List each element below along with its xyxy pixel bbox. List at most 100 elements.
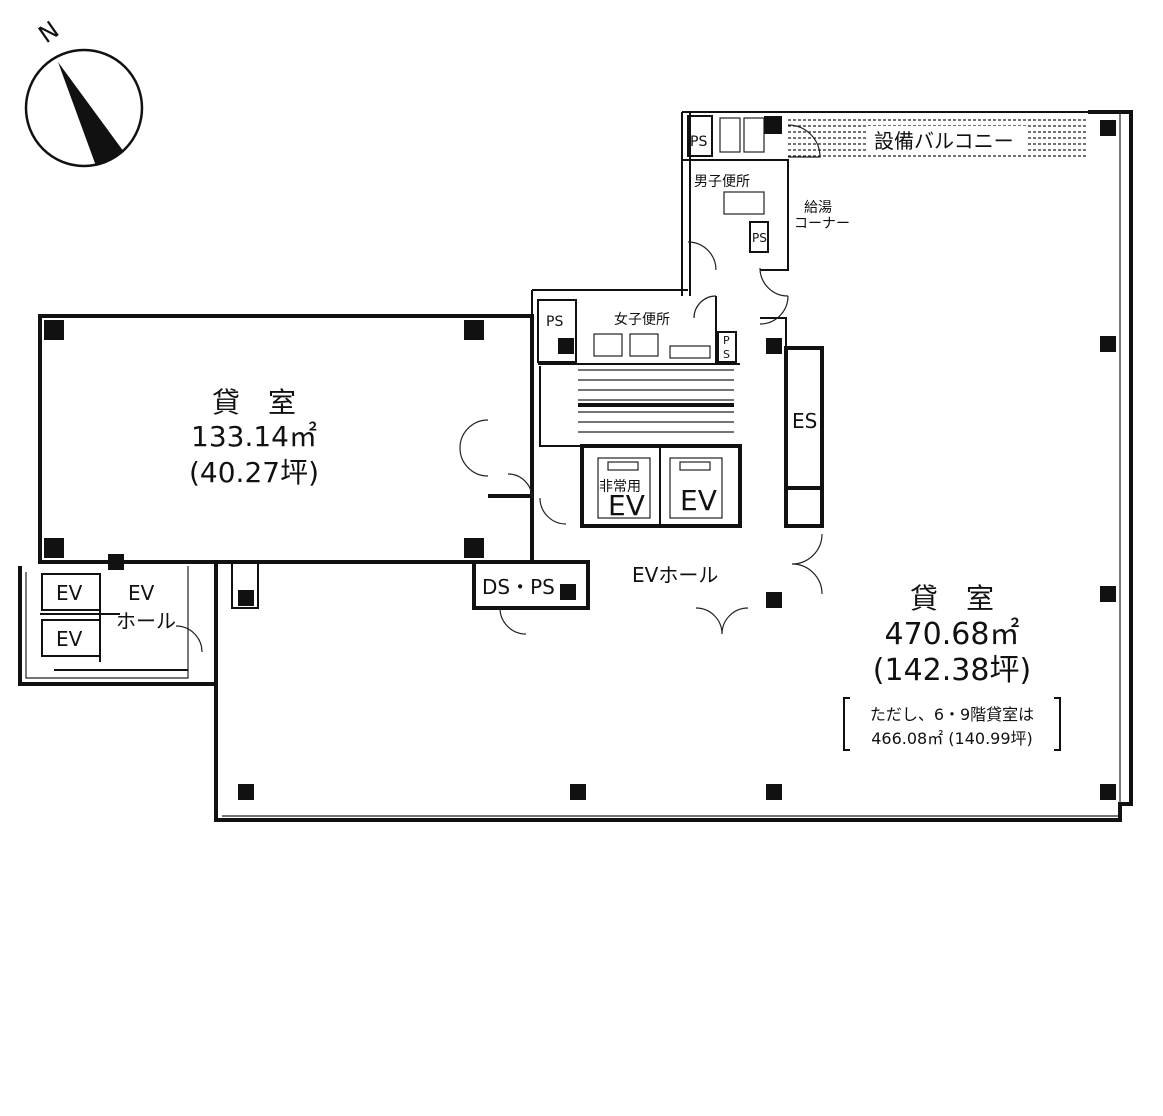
toilet-womens-2 (629, 333, 659, 357)
escalator: ES (760, 317, 824, 528)
column-pilaster (231, 562, 259, 609)
urinal-block (723, 191, 765, 215)
door-mens (687, 241, 717, 271)
escalator-outline (784, 346, 824, 528)
column (238, 784, 254, 800)
column (464, 538, 484, 558)
escalator-wall (760, 317, 787, 348)
ev-car-1 (597, 457, 651, 519)
mens-toilet-walls (682, 159, 789, 271)
east-rental-area-sqm: 470.68㎡ (885, 617, 1020, 652)
kitchenette-label-2: コーナー (794, 216, 850, 232)
elevator-core: 非常用 EV EV (580, 444, 742, 528)
west-ev-block-wall (18, 562, 218, 686)
ev-car-1-rail (607, 461, 639, 471)
west-ev-label-2: EV (56, 627, 83, 651)
west-rental-name: 貸 室 (212, 386, 296, 419)
west-rental-area-sqm: 133.14㎡ (191, 420, 317, 453)
ps-shaft-3 (537, 299, 577, 363)
ps-shaft-4 (717, 331, 737, 363)
east-rental-area-tsubo: (142.38坪) (873, 653, 1031, 688)
balcony-door (787, 124, 821, 158)
column (570, 784, 586, 800)
east-rental-note-1: ただし、6・9階貸室は (870, 705, 1034, 724)
kitchenette-label-1: 給湯 (804, 199, 832, 216)
west-ev-inner-line (25, 566, 189, 679)
west-ev-label-1: EV (56, 581, 83, 605)
ps-label-3: PS (546, 314, 563, 330)
toilet-stall-2 (743, 117, 765, 153)
toilet-womens-1 (593, 333, 623, 357)
west-rental-area-tsubo: (40.27坪) (189, 456, 319, 489)
column (1100, 120, 1116, 136)
west-ev-partitions (40, 574, 120, 662)
ds-ps-block: DS・PS (472, 494, 590, 610)
balcony-label: 設備バルコニー (874, 129, 1014, 153)
stair-treads (578, 369, 734, 433)
ds-ps-label: DS・PS (482, 575, 555, 599)
west-ev-hall-label-1: EV (128, 581, 155, 605)
column (1100, 586, 1116, 602)
emergency-label: 非常用 (599, 479, 641, 495)
east-rental-name: 貸 室 (910, 582, 994, 615)
ps-vertical-p: P (723, 334, 730, 347)
door-east-rental (791, 533, 823, 595)
ev-core-walls (580, 444, 742, 528)
mens-toilet-label: 男子便所 (694, 174, 750, 190)
column-mens (764, 116, 782, 134)
mens-toilet: PS 男子便所 PS 給湯 コーナー (682, 115, 850, 271)
ev-label-1: EV (608, 489, 645, 522)
ds-ps-outline (472, 560, 590, 610)
column-ds (560, 584, 576, 600)
sink-counter (669, 345, 711, 359)
ps-label-1: PS (690, 134, 707, 150)
column (464, 320, 484, 340)
door-ds (499, 607, 527, 635)
west-elevators: EV EV EV ホール (40, 554, 176, 662)
column-es (766, 338, 782, 354)
toilet-west-wall (681, 112, 691, 296)
column-west-ev (108, 554, 124, 570)
stair-west-wall (539, 366, 580, 447)
columns (44, 120, 1116, 800)
ps-shaft-2 (749, 221, 769, 253)
door-core-1 (507, 473, 533, 499)
womens-toilet-label: 女子便所 (614, 311, 670, 328)
north-compass: N (24, 16, 144, 168)
column (766, 784, 782, 800)
door-west-ev (175, 625, 203, 653)
column (238, 590, 254, 606)
column-womens (558, 338, 574, 354)
toilet-stall-1 (719, 117, 741, 153)
column (1100, 336, 1116, 352)
door-swings (175, 241, 823, 653)
note-brackets (843, 697, 1061, 751)
compass-needle-icon (58, 62, 124, 166)
door-toilet (759, 267, 789, 325)
column (1100, 784, 1116, 800)
column (44, 538, 64, 558)
ev-label-2: EV (680, 484, 717, 517)
ds-ps-upper-wall (488, 494, 534, 562)
west-ev-hall-label-2: ホール (116, 609, 176, 633)
door-core-2 (539, 497, 567, 525)
door-ev-hall (695, 607, 749, 635)
east-rental-room: 貸 室 470.68㎡ (142.38坪) ただし、6・9階貸室は 466.08… (843, 582, 1061, 751)
womens-toilet: PS 女子便所 P S (537, 296, 740, 365)
womens-toilet-walls (538, 296, 740, 365)
ev-car-2 (669, 457, 723, 519)
east-rental-note-2: 466.08㎡ (140.99坪) (871, 729, 1033, 748)
staircase (539, 366, 734, 447)
west-rental-room: 貸 室 133.14㎡ (40.27坪) (189, 386, 319, 489)
es-label: ES (792, 409, 817, 433)
ps-label-2: PS (752, 231, 767, 245)
column (766, 592, 782, 608)
balcony-label-bg (868, 126, 1028, 154)
ps-shaft-1 (687, 115, 713, 157)
compass-ring (24, 48, 144, 168)
north-label: N (33, 16, 64, 49)
equipment-balcony: 設備バルコニー (788, 119, 1088, 157)
door-womens (693, 295, 717, 319)
ps-vertical-s: S (723, 348, 730, 361)
